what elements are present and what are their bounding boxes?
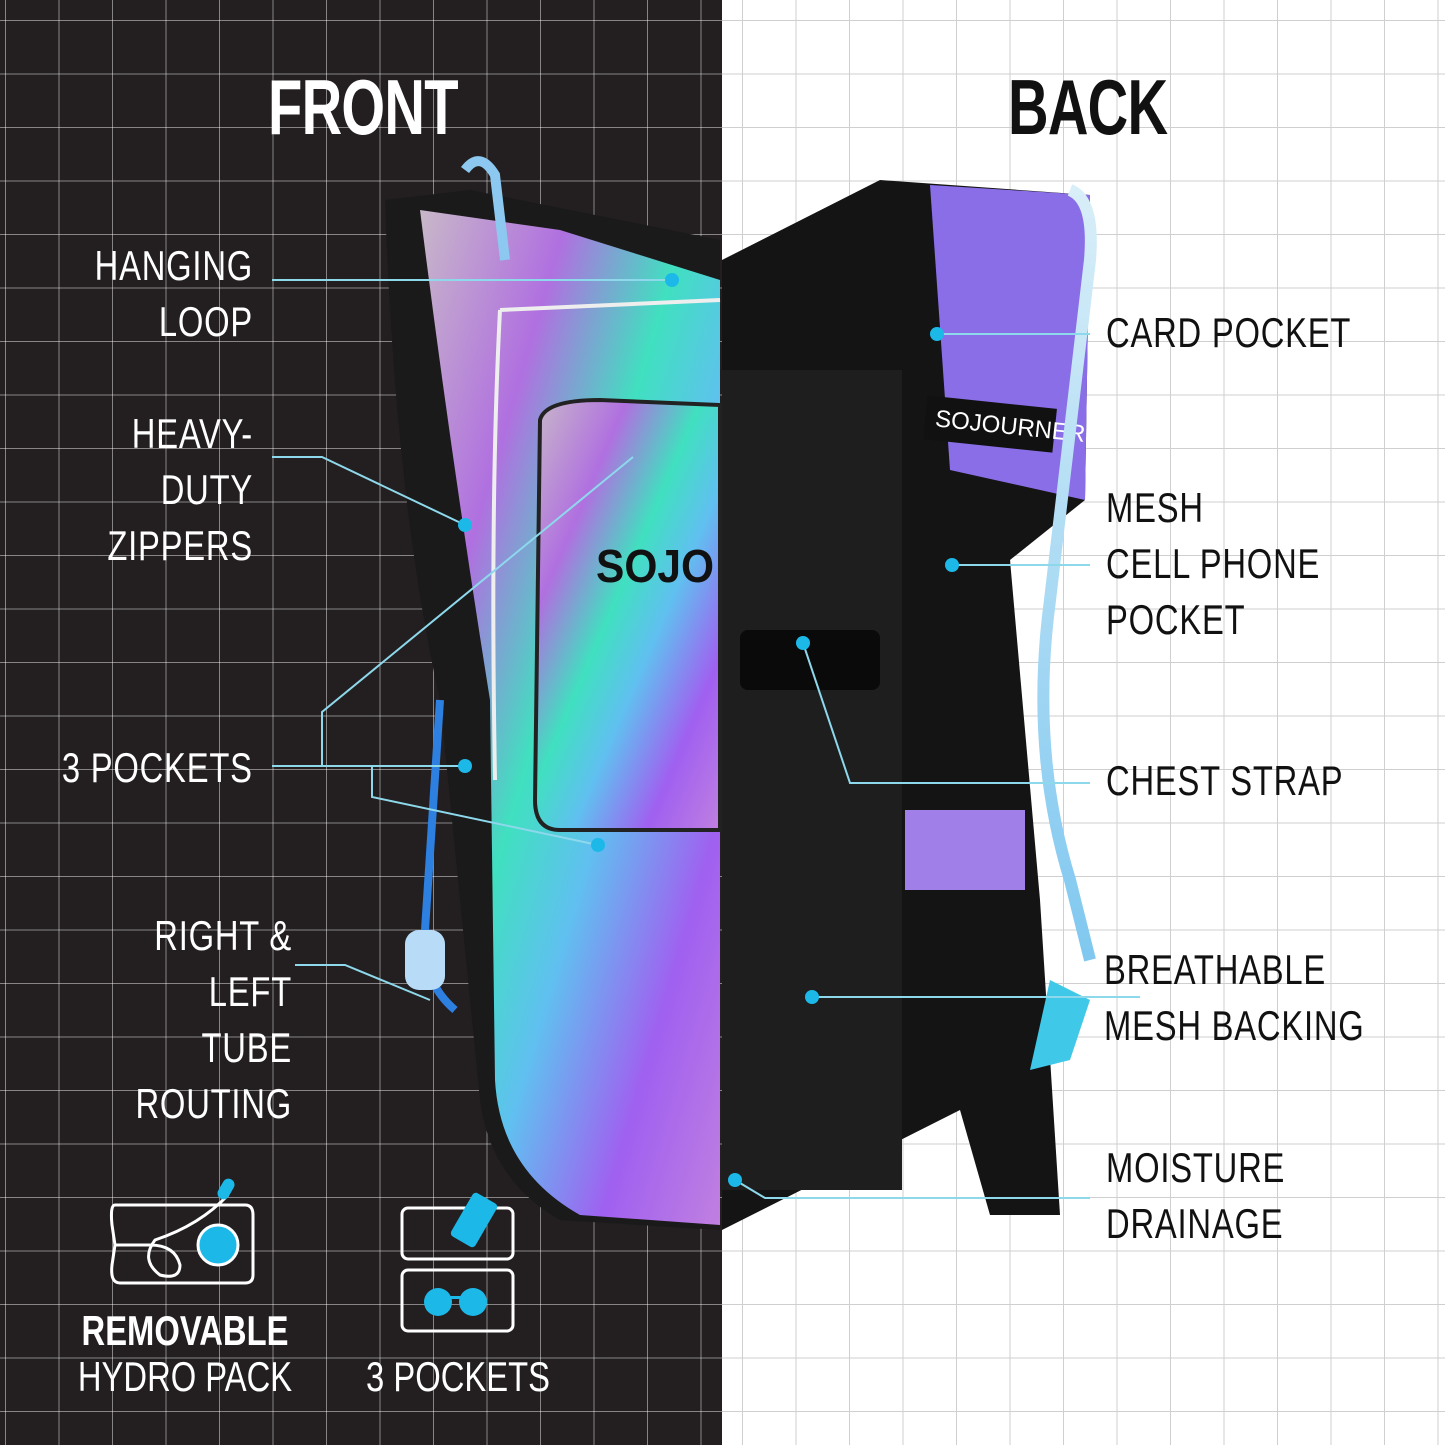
feature-3-pockets: 3 POCKETS [366, 1353, 550, 1400]
callout-chest-strap: CHEST STRAP [1106, 757, 1344, 804]
callout-lines [272, 279, 1140, 1199]
front-logo: SOJO [596, 540, 714, 592]
back-bag: SOJOURNER [722, 180, 1097, 1230]
back-title: BACK [1008, 63, 1168, 151]
callout-3-pockets: 3 POCKETS [62, 744, 253, 791]
front-bag [385, 156, 722, 1230]
hydration-bladder-icon [109, 1178, 255, 1285]
callout-card-pocket: CARD POCKET [1106, 309, 1352, 356]
pockets-phone-sunglasses-icon [400, 1192, 515, 1333]
front-title: FRONT [268, 63, 459, 151]
callout-dots [458, 273, 959, 1187]
